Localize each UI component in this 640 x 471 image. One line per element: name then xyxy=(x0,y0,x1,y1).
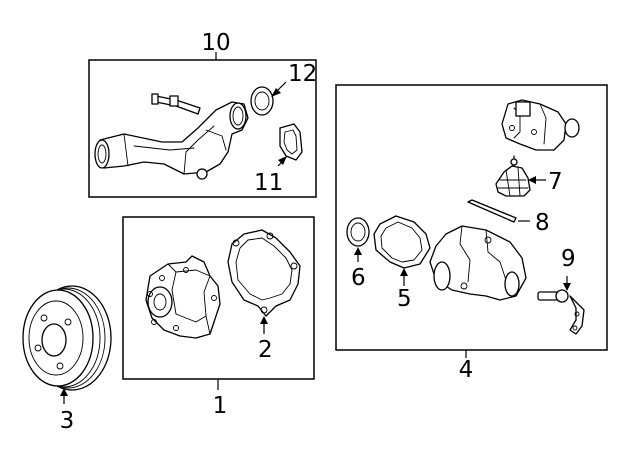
thermostat-housing-upper xyxy=(501,99,580,151)
callout-3: 3 xyxy=(60,408,75,434)
callout-7: 7 xyxy=(548,169,563,195)
pulley-part xyxy=(22,285,112,391)
water-pump-part xyxy=(145,255,221,339)
seal-strip-part xyxy=(467,199,517,223)
callout-6: 6 xyxy=(351,265,366,291)
callout-12: 12 xyxy=(288,61,317,87)
thermostat-part xyxy=(495,155,531,197)
callout-4: 4 xyxy=(459,357,474,383)
pump-gasket-part xyxy=(227,229,301,317)
callout-5: 5 xyxy=(397,286,412,312)
box-10-outlet-assembly xyxy=(88,59,317,198)
o-ring-part xyxy=(250,86,274,116)
housing-gasket-part xyxy=(373,215,431,269)
callout-9: 9 xyxy=(561,246,576,272)
callout-10: 10 xyxy=(201,30,230,56)
callout-2: 2 xyxy=(258,337,273,363)
seal-ring-part xyxy=(346,217,370,247)
callout-1: 1 xyxy=(213,393,228,419)
thermostat-housing-lower xyxy=(429,225,527,301)
bolt-bracket-part xyxy=(537,289,585,335)
outlet-pipe-part xyxy=(94,93,249,180)
outlet-gasket-part xyxy=(279,123,303,161)
callout-8: 8 xyxy=(535,210,550,236)
box-4-thermostat-housing xyxy=(335,84,608,351)
callout-11: 11 xyxy=(254,170,283,196)
